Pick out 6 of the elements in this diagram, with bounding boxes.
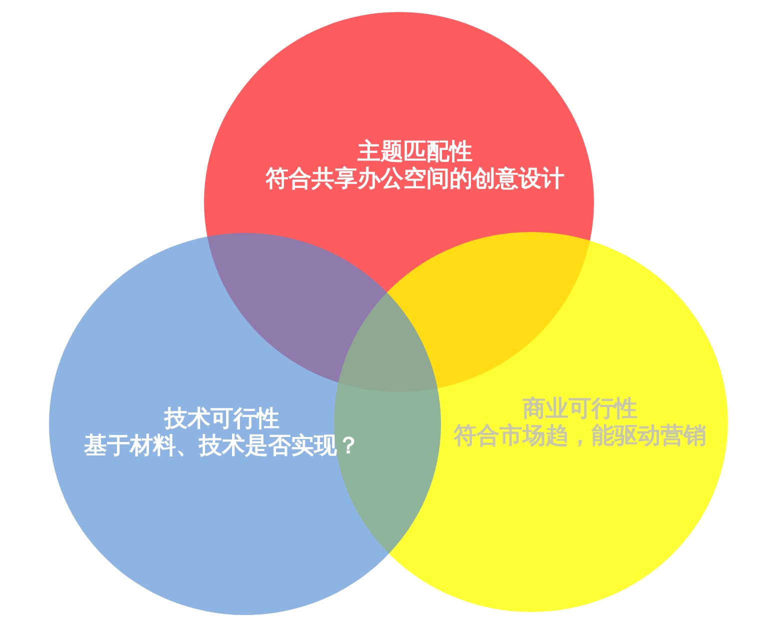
circle-text: 符合市场趋，能驱动营销 <box>454 422 706 449</box>
circle-text: 符合共享办公空间的创意设计 <box>266 165 564 192</box>
circle-heading: 技术可行性 <box>164 405 280 432</box>
circle-heading: 商业可行性 <box>522 395 638 422</box>
venn-circle <box>49 233 441 615</box>
circle-heading: 主题匹配性 <box>358 138 472 165</box>
